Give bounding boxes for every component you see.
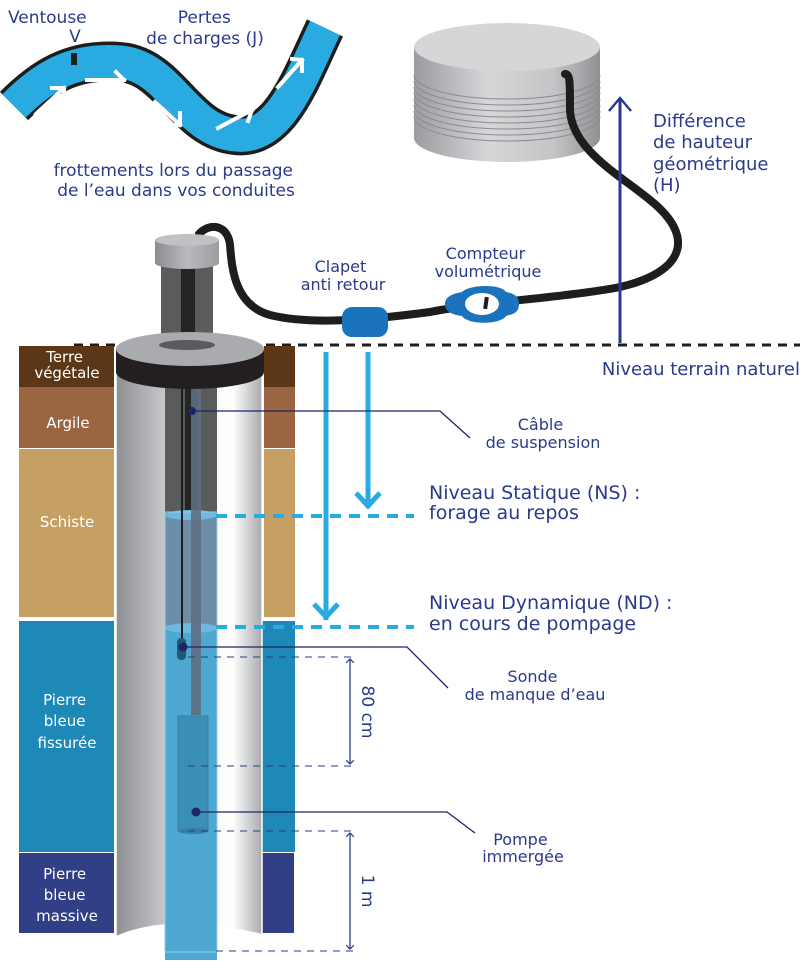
pump-label: Pompe immergée [482, 830, 564, 866]
flow-arrow-icon [85, 69, 127, 91]
stratum-schiste [19, 449, 114, 617]
dimension-guides [188, 656, 356, 952]
dynamic-level-arrow-head-icon [312, 602, 340, 621]
water-meter-label: Compteur volumétrique [435, 244, 542, 281]
check-valve-label: Clapet anti retour [301, 257, 386, 294]
stratum-label-argile: Argile [46, 414, 89, 432]
flow-arrow-icon [33, 85, 67, 117]
pump-callout [191, 807, 476, 834]
stratum-pierre-bleue-massive [19, 853, 114, 933]
flow-arrow-icon [215, 103, 255, 131]
cable-callout [188, 407, 471, 439]
dimension-label-80cm: 80 cm [357, 686, 377, 739]
probe-label: Sonde de manque d’eau [465, 667, 606, 704]
pertes-de-charges-label: Pertes de charges (J) [146, 8, 264, 49]
pipe-inset: Ventouse V Pertes de charges (J) frottem… [0, 8, 344, 201]
height-arrow-head-icon [608, 96, 632, 112]
stratum-label-schiste: Schiste [40, 513, 94, 531]
probe-callout [178, 642, 449, 689]
stratum-argile [19, 387, 114, 448]
check-valve [342, 307, 388, 337]
inner-tube [164, 385, 218, 960]
ground-level-label: Niveau terrain naturel [602, 359, 800, 380]
strata-left [19, 346, 114, 933]
static-level-label: Niveau Statique (NS) : forage au repos [429, 482, 646, 524]
flow-arrow-icon [275, 56, 305, 90]
submersible-pump [177, 715, 209, 834]
dimension-label-1m: 1 m [357, 875, 377, 908]
level-arrows [312, 352, 382, 621]
flow-arrow-icon [152, 99, 183, 128]
pipe-water [2, 20, 340, 152]
ventouse-label: Ventouse V [8, 8, 92, 47]
water-meter [445, 285, 519, 323]
dynamic-level-label: Niveau Dynamique (ND) : en cours de pomp… [429, 592, 678, 635]
stratum-terre-vegetale [19, 346, 114, 387]
storage-tank [413, 23, 601, 162]
stratum-label-pierre-bleue-fissuree: Pierre bleue fissurée [38, 691, 97, 752]
stratum-label-terre-vegetale: Terre végétale [34, 348, 99, 382]
friction-caption: frottements lors du passage de l’eau dan… [54, 161, 299, 201]
stratum-label-pierre-bleue-massive: Pierre bleue massive [36, 865, 98, 925]
height-difference-label: Différence de hauteur géométrique (H) [653, 111, 774, 196]
static-level-arrow-head-icon [354, 491, 382, 510]
flow-arrows [33, 56, 305, 131]
discharge-hose [193, 70, 682, 325]
tank-rings [413, 74, 601, 142]
cable-label: Câble de suspension [486, 415, 601, 452]
air-valve-stub [71, 53, 77, 65]
well-head [116, 234, 264, 389]
stratum-pierre-bleue-fissuree [19, 621, 114, 852]
strata-right [260, 346, 295, 933]
